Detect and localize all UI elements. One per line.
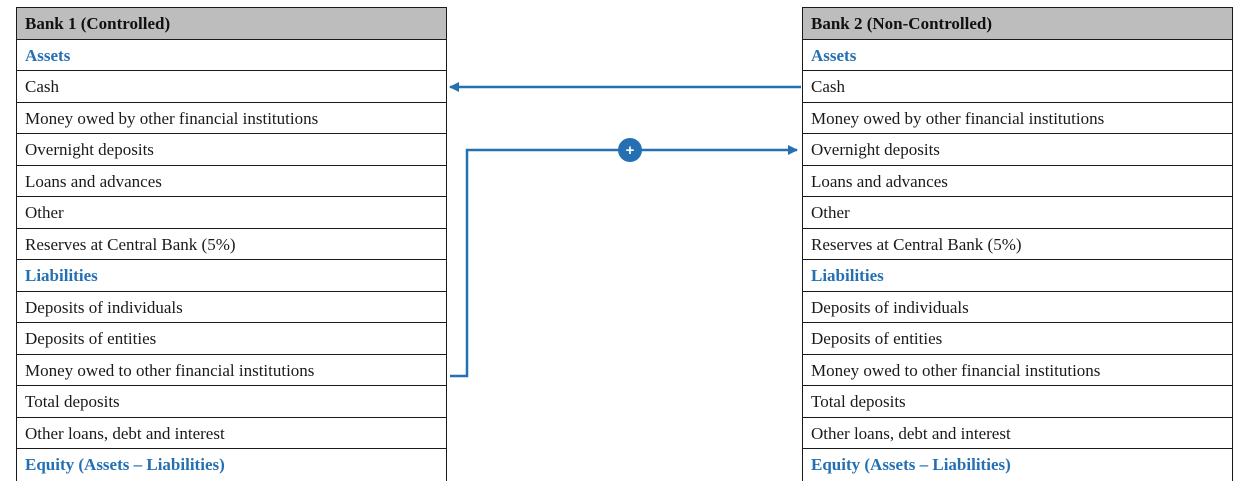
table-row: Money owed to other financial institutio… [803, 355, 1232, 386]
table-row: Loans and advances [17, 166, 446, 197]
table-row: Overnight deposits [803, 134, 1232, 166]
plus-icon-label: + [626, 142, 635, 159]
table-row: Cash [803, 71, 1232, 103]
table-row: Total deposits [803, 386, 1232, 418]
table-row: Reserves at Central Bank (5%) [17, 229, 446, 260]
section-heading: Assets [17, 40, 446, 71]
section-heading: Assets [803, 40, 1232, 71]
table-row: Reserves at Central Bank (5%) [803, 229, 1232, 260]
table-row: Other loans, debt and interest [803, 418, 1232, 449]
section-heading: Equity (Assets – Liabilities) [25, 455, 225, 474]
table-row: Cash [17, 71, 446, 103]
table-row: Money owed by other financial institutio… [17, 103, 446, 134]
table-row: Other loans, debt and interest [17, 418, 446, 449]
table-row: Money owed to other financial institutio… [17, 355, 446, 386]
table-row: Other [17, 197, 446, 229]
table-row: Deposits of individuals [17, 292, 446, 323]
table-row: Total deposits [17, 386, 446, 418]
bank2-header: Bank 2 (Non-Controlled) [803, 8, 1232, 40]
section-heading: Liabilities [17, 260, 446, 292]
table-row: Deposits of entities [17, 323, 446, 355]
table-row: Overnight deposits [17, 134, 446, 166]
liability-to-deposit-flow-arrow [450, 145, 798, 378]
table-row: Other [803, 197, 1232, 229]
plus-icon [618, 138, 642, 162]
table-row: Loans and advances [803, 166, 1232, 197]
table-row: Deposits of individuals [803, 292, 1232, 323]
bank1-header: Bank 1 (Controlled) [17, 8, 446, 40]
section-heading: Liabilities [803, 260, 1232, 292]
table-row: Money owed by other financial institutio… [803, 103, 1232, 134]
section-heading: Equity (Assets – Liabilities) [811, 455, 1011, 474]
table-row: Deposits of entities [803, 323, 1232, 355]
